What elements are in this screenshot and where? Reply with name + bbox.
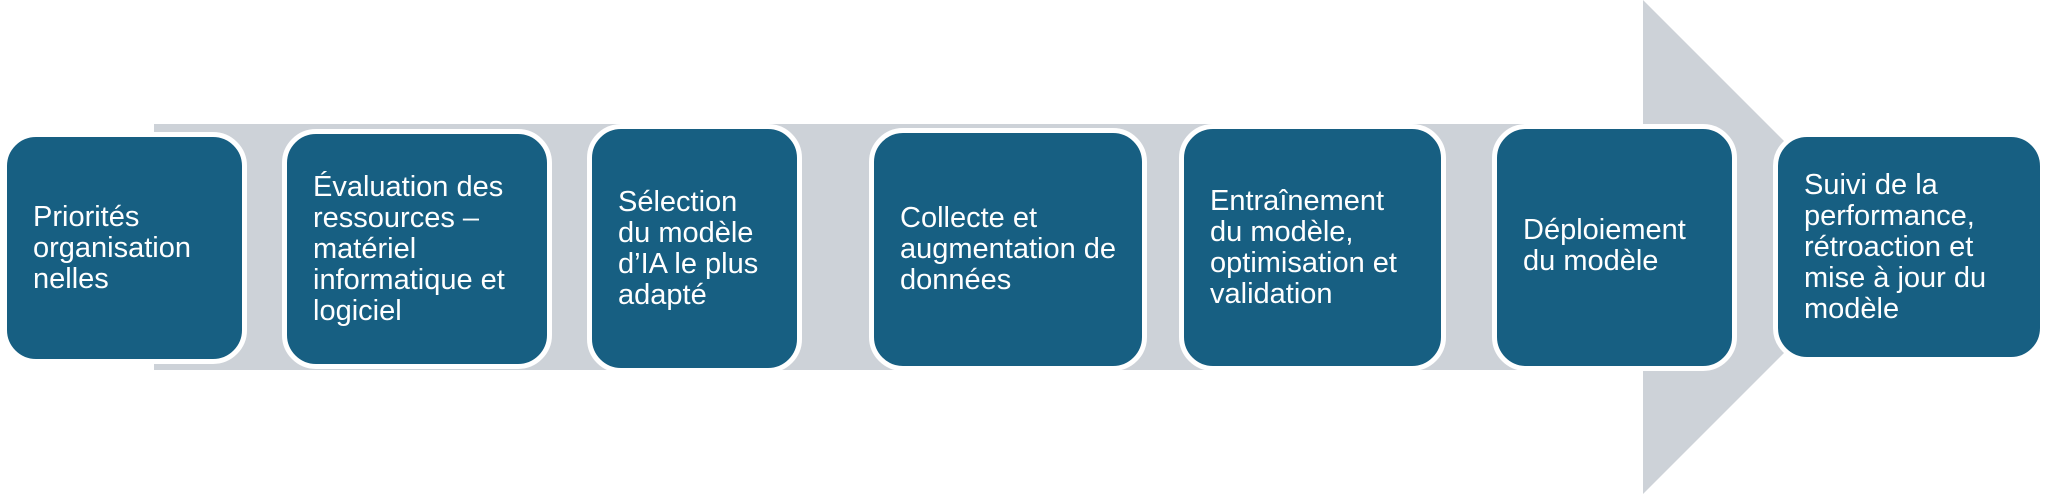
- step-6-box: Déploiement du modèle: [1492, 124, 1737, 371]
- step-2-label: Évaluation des ressources – matériel inf…: [313, 170, 505, 327]
- step-3-box: Sélection du modèle d’IA le plus adapté: [587, 124, 802, 373]
- step-2-box: Évaluation des ressources – matériel inf…: [282, 129, 552, 369]
- step-1-box: Priorités organisation nelles: [2, 132, 247, 364]
- step-1-label: Priorités organisation nelles: [33, 200, 191, 295]
- step-4-label: Collecte et augmentation de données: [900, 202, 1117, 296]
- step-3-label: Sélection du modèle d’IA le plus adapté: [618, 185, 759, 311]
- step-7-label: Suivi de la performance, rétroaction et …: [1804, 168, 1987, 325]
- step-5-label: Entraînement du modèle, optimisation et …: [1210, 184, 1397, 310]
- step-6-label: Déploiement du modèle: [1523, 214, 1686, 277]
- step-5-box: Entraînement du modèle, optimisation et …: [1179, 124, 1446, 371]
- step-4-box: Collecte et augmentation de données: [869, 128, 1147, 371]
- step-7-box: Suivi de la performance, rétroaction et …: [1773, 132, 2045, 362]
